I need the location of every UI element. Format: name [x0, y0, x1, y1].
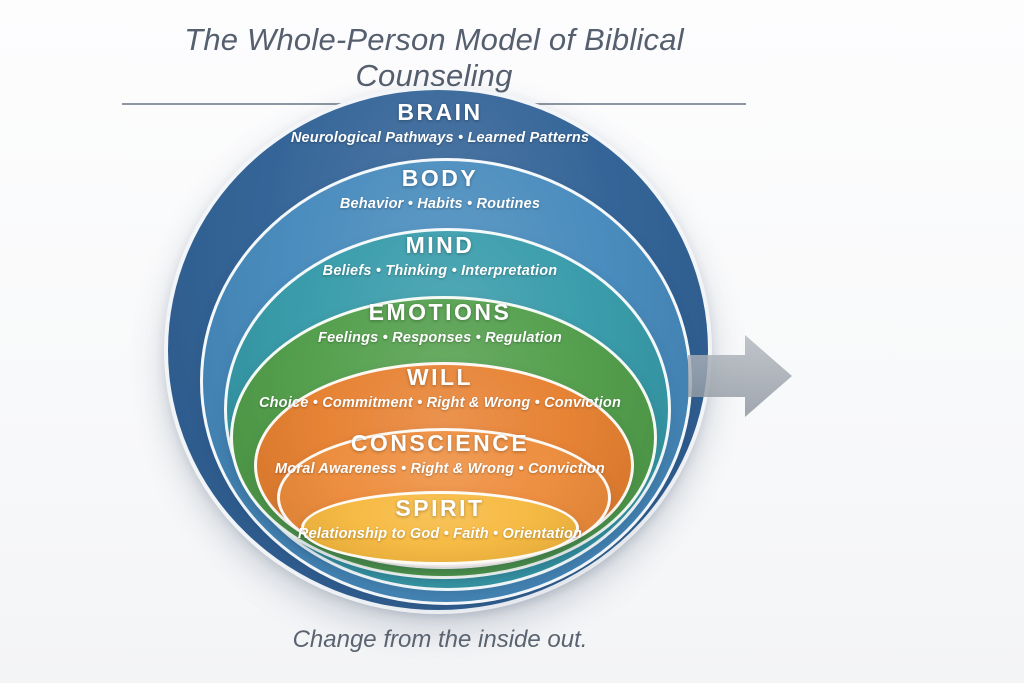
right-arrow-icon — [680, 328, 800, 424]
right-arrow-shape — [688, 335, 792, 417]
caption: Change from the inside out. — [292, 626, 588, 653]
page-title: The Whole-Person Model of Biblical Couns… — [184, 22, 684, 93]
ring-spirit — [301, 491, 579, 565]
